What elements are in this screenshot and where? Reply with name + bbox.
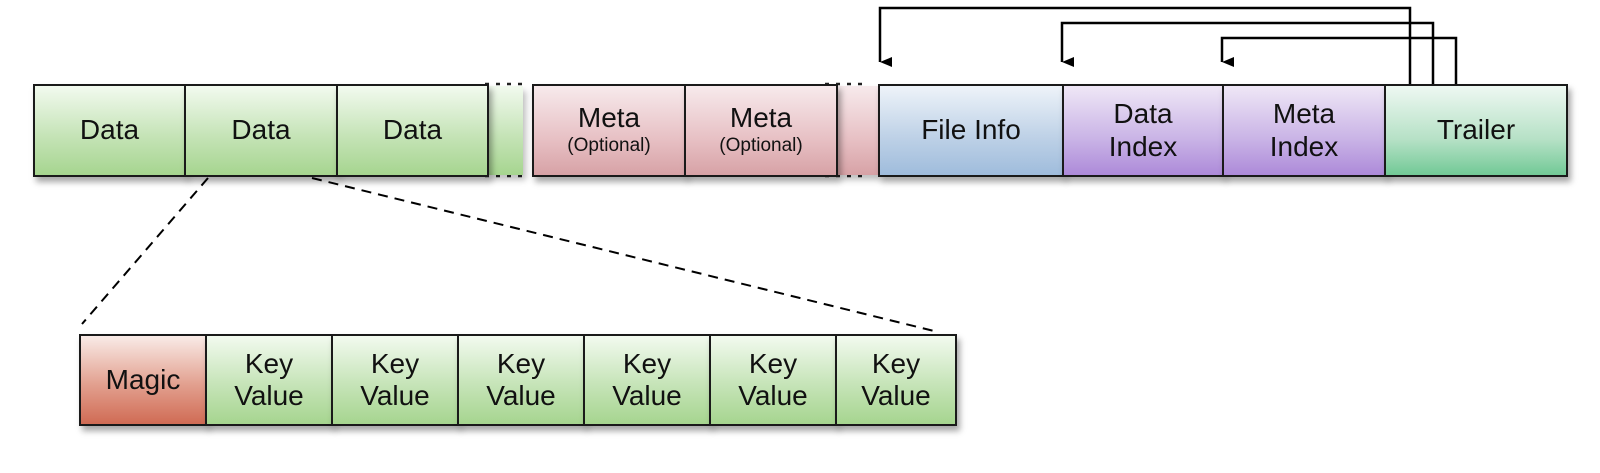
meta-index-block: Meta Index	[1222, 84, 1386, 177]
arrow-trailer-to-meta-index	[1220, 36, 1458, 84]
arrow-trailer-to-file-info	[878, 6, 1412, 84]
meta-index-label: Meta Index	[1269, 98, 1339, 162]
key-value-label-1: Key Value	[234, 347, 304, 411]
data-block-3-label: Data	[382, 114, 443, 146]
key-value-block-5: Key Value	[709, 334, 837, 426]
meta-block-1: Meta (Optional)	[532, 84, 686, 177]
data-index-label: Data Index	[1108, 98, 1178, 162]
data-block-1: Data	[33, 84, 186, 177]
magic-block: Magic	[79, 334, 207, 426]
data-block-3: Data	[336, 84, 489, 177]
arrow-trailer-to-data-index	[1060, 21, 1435, 84]
data-index-block: Data Index	[1062, 84, 1224, 177]
key-value-label-2: Key Value	[360, 347, 430, 411]
key-value-label-6: Key Value	[861, 347, 931, 411]
key-value-label-3: Key Value	[486, 347, 556, 411]
magic-label: Magic	[105, 363, 181, 395]
meta-block-1-label: Meta	[577, 102, 641, 134]
trailer-block: Trailer	[1384, 84, 1568, 177]
meta-block-1-sublabel: (Optional)	[567, 135, 651, 157]
file-info-label: File Info	[921, 114, 1021, 146]
meta-block-2-label: Meta	[729, 102, 793, 134]
key-value-block-1: Key Value	[205, 334, 333, 426]
zoom-line-left	[81, 177, 209, 325]
meta-block-2: Meta (Optional)	[684, 84, 838, 177]
key-value-label-5: Key Value	[738, 347, 808, 411]
key-value-block-2: Key Value	[331, 334, 459, 426]
key-value-block-3: Key Value	[457, 334, 585, 426]
data-block-1-label: Data	[79, 114, 140, 146]
meta-gap	[837, 86, 878, 175]
data-block-2-label: Data	[231, 114, 291, 146]
meta-block-2-sublabel: (Optional)	[719, 135, 803, 157]
data-block-2: Data	[184, 84, 338, 177]
key-value-label-4: Key Value	[612, 347, 682, 411]
data-gap	[487, 86, 523, 175]
file-info-block: File Info	[878, 84, 1064, 177]
key-value-block-6: Key Value	[835, 334, 957, 426]
trailer-label: Trailer	[1436, 114, 1516, 146]
zoom-line-right	[311, 177, 935, 332]
key-value-block-4: Key Value	[583, 334, 711, 426]
